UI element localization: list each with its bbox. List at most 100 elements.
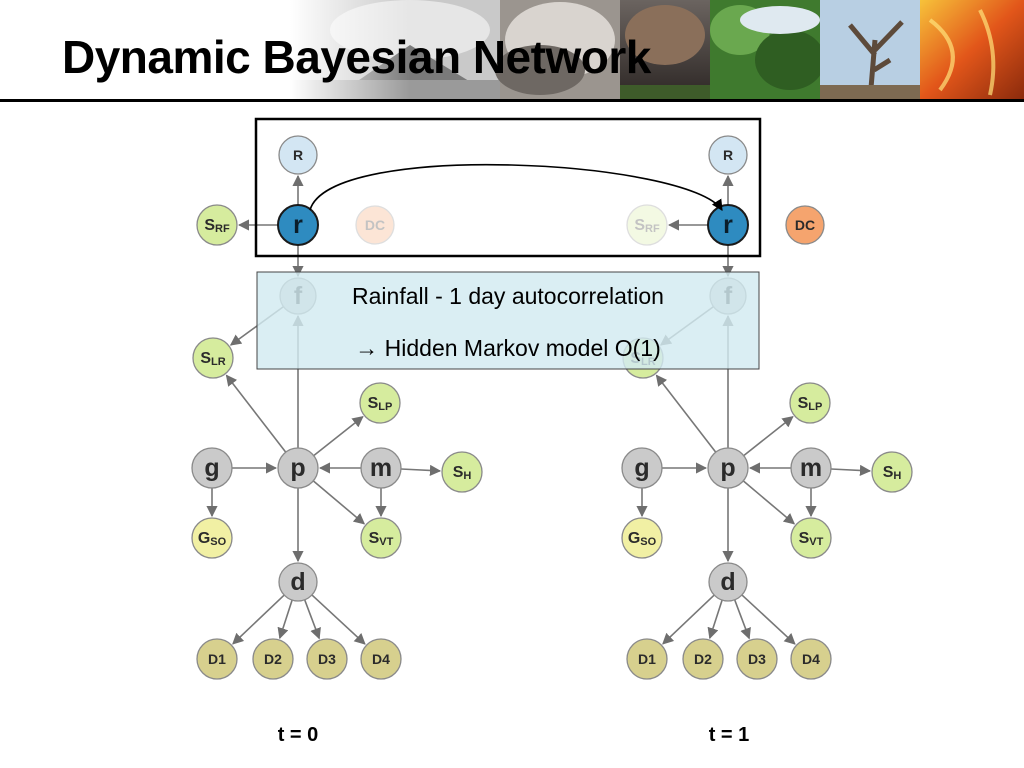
node-circle [626, 204, 668, 246]
node-label-main: D4 [372, 651, 390, 667]
node-label: SVT [369, 530, 394, 549]
node-label-main: D1 [208, 651, 226, 667]
edge-t0-d-d4 [311, 594, 366, 645]
node-t0-r: R [278, 135, 318, 175]
node-label: D2 [694, 651, 712, 667]
node-label: r [293, 211, 303, 239]
node-label-subscript: SO [210, 536, 226, 548]
node-t0-g: g [191, 447, 233, 489]
node-circle [708, 562, 748, 602]
node-label: g [634, 454, 649, 482]
node-label-main: m [370, 454, 392, 482]
node-circle [626, 638, 668, 680]
edge-t1-d-d3 [733, 599, 751, 640]
node-circle [785, 205, 825, 245]
node-t1-p: p [707, 447, 749, 489]
node-circle [736, 638, 778, 680]
node-t1-s-vt: SVT [790, 517, 832, 559]
node-t0-s-h: SH [441, 451, 483, 493]
node-t0-d3: D3 [306, 638, 348, 680]
node-label: SLP [798, 395, 823, 414]
node-circle [277, 204, 319, 246]
node-t1-g: g [621, 447, 663, 489]
node-label-main: S [799, 530, 810, 547]
node-label-main: G [628, 530, 640, 547]
node-t0-p: p [277, 447, 319, 489]
node-label: d [290, 568, 305, 596]
node-label: D4 [372, 651, 390, 667]
node-t1-d4: D4 [790, 638, 832, 680]
node-label: D1 [638, 651, 656, 667]
node-t1-g-so: GSO [621, 517, 663, 559]
node-t0-d4: D4 [360, 638, 402, 680]
callout-line-2: → Hidden Markov model O(1) [355, 335, 661, 361]
node-label-main: r [293, 211, 303, 239]
node-t1-r: r [707, 204, 749, 246]
node-label-main: g [634, 454, 649, 482]
time-label-t0: t = 0 [278, 724, 319, 746]
node-label-main: m [800, 454, 822, 482]
node-circle [360, 447, 402, 489]
node-label-main: d [720, 568, 735, 596]
edge-t0-d-d1 [232, 594, 285, 645]
node-label-subscript: VT [379, 536, 393, 548]
node-label-main: S [453, 464, 464, 481]
node-t0-s-rf: SRF [196, 204, 238, 246]
node-circle [708, 135, 748, 175]
node-t0-r: r [277, 204, 319, 246]
node-t0-s-lr: SLR [192, 337, 234, 379]
node-label-main: R [723, 147, 733, 163]
node-label-main: r [723, 211, 733, 239]
node-t0-s-lp: SLP [359, 382, 401, 424]
node-label: D4 [802, 651, 820, 667]
header-divider [0, 99, 1024, 102]
node-label-main: S [634, 217, 645, 234]
node-label: DC [365, 217, 385, 233]
node-label: SH [453, 464, 472, 483]
node-t1-s-h: SH [871, 451, 913, 493]
node-t1-dc: DC [785, 205, 825, 245]
node-label: D3 [318, 651, 336, 667]
edge-t1-p-s-lr [655, 374, 717, 453]
node-label: GSO [628, 530, 657, 549]
node-t1-s-rf: SRF [626, 204, 668, 246]
node-circle [359, 382, 401, 424]
edge-t0-p-s-vt [312, 480, 366, 525]
node-label-main: D2 [694, 651, 712, 667]
node-label-main: S [369, 530, 380, 547]
callout-line-1: Rainfall - 1 day autocorrelation [352, 283, 664, 309]
node-circle [682, 638, 724, 680]
node-label: R [723, 147, 733, 163]
node-label-main: D4 [802, 651, 820, 667]
photo-dead-tree [820, 0, 920, 100]
node-label: p [720, 454, 735, 482]
node-t1-r: R [708, 135, 748, 175]
node-label: GSO [198, 530, 227, 549]
node-circle [790, 638, 832, 680]
edge-t0-p-s-lr [225, 374, 287, 453]
node-t1-d2: D2 [682, 638, 724, 680]
photo-ash-plume [495, 0, 620, 100]
node-label: m [800, 454, 822, 482]
node-label-subscript: H [893, 470, 901, 482]
node-label: p [290, 454, 305, 482]
photo-lava [920, 0, 1024, 100]
node-circle [196, 204, 238, 246]
arrow-right-icon: → [355, 335, 378, 361]
node-label-main: DC [365, 217, 385, 233]
edge-t0-d-d3 [303, 599, 321, 640]
node-circle [789, 382, 831, 424]
node-label: g [204, 454, 219, 482]
node-label-main: S [204, 217, 215, 234]
node-label-main: D1 [638, 651, 656, 667]
node-t0-m: m [360, 447, 402, 489]
slide-title: Dynamic Bayesian Network [62, 31, 651, 83]
node-circle [192, 337, 234, 379]
node-circle [278, 135, 318, 175]
node-circle [871, 451, 913, 493]
nodes-layer: RrDCSRFfSLRSLPgpmSHGSOSVTdD1D2D3D4RrDCSR… [191, 135, 913, 680]
node-circle [790, 447, 832, 489]
node-label-subscript: SO [640, 536, 656, 548]
node-t1-d3: D3 [736, 638, 778, 680]
